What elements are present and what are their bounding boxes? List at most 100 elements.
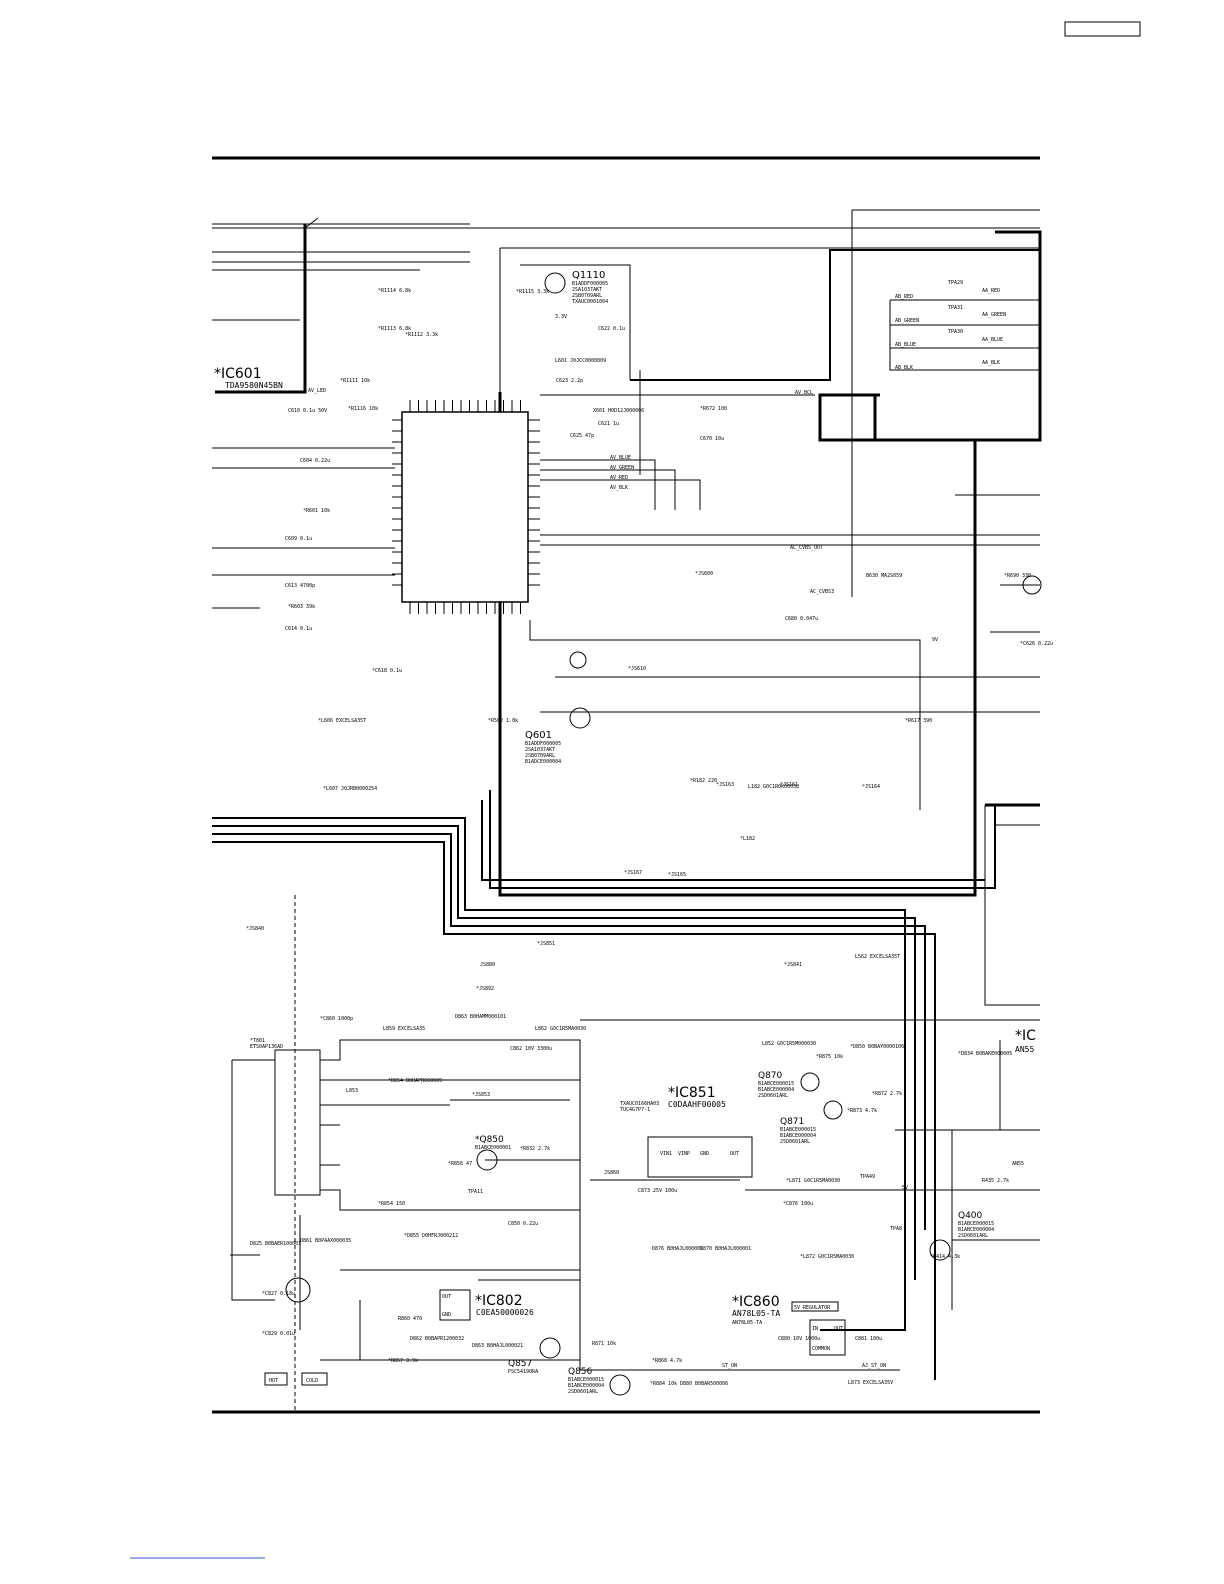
component-label-r1115: *R1115 3.3k (516, 289, 549, 295)
ic851-alt2: TUC4G7P7-1 (620, 1107, 650, 1113)
ic601-body (392, 400, 540, 614)
component-label-c881: C881 100u (855, 1336, 882, 1342)
net-3v3: 3.3V (555, 314, 567, 320)
component-label-l601: L601 J0JCC0000009 (555, 358, 606, 364)
component-label-c827: *C827 0.18u (262, 1291, 295, 1297)
component-label-r603: *R603 39k (288, 604, 315, 610)
component-label-tpa8: TPA8 (890, 1226, 902, 1232)
net-aa-green: AA_GREEN (982, 312, 1006, 318)
net-av-red: AV_RED (610, 475, 628, 481)
component-label-tpa30: TPA30 (948, 329, 963, 335)
component-label-r1113: *R1113 6.8k (378, 326, 411, 332)
component-label-js880: JS880 (480, 962, 495, 968)
component-label-r672: *R672 100 (700, 406, 727, 412)
component-label-c622: C622 0.1u (598, 326, 625, 332)
q856-part-2: 2SD0601ARL (568, 1389, 598, 1395)
net-av-led: AV_LED (308, 388, 326, 394)
q1110-part-1: 2SA1037AKT (572, 287, 602, 293)
net-st-on: ST_ON (722, 1363, 737, 1369)
ic601-designator: *IC601 (214, 366, 262, 382)
q850-symbol (476, 1149, 498, 1171)
component-label-c613: C613 4700p (285, 583, 315, 589)
net-aj-st-on: AJ_ST_ON (862, 1363, 886, 1369)
component-label-r1112: *R1112 3.3k (405, 332, 438, 338)
ic601-part: TDA9580N45BN (225, 381, 283, 390)
ic860-out: OUT (834, 1326, 843, 1332)
component-label-c880: C880 10V 1000u (778, 1336, 820, 1342)
component-label-r690: *R690 330 (1004, 573, 1031, 579)
q870-part-0: B1ABCE000015 (758, 1081, 794, 1087)
component-label-c876: *C876 100u (783, 1201, 813, 1207)
ic860-part: AN78L05-TA (732, 1309, 780, 1318)
component-label-d861: D861 B0PAAX000035 (300, 1238, 351, 1244)
net-ab-blue: AB_BLUE (895, 342, 916, 348)
q871-symbol (823, 1100, 843, 1120)
ic860-common: COMMON (812, 1346, 830, 1352)
net-aa-blue: AA_BLUE (982, 337, 1003, 343)
q400-symbol (929, 1239, 951, 1261)
net-ab-blk: AB_BLK (895, 365, 913, 371)
component-label-r1114: *R1114 6.8k (378, 288, 411, 294)
component-label-js610: *JS610 (628, 666, 646, 672)
component-label-d862: D862 B0BAPR1200032 (410, 1336, 464, 1342)
q870-ref: Q870 (758, 1071, 783, 1081)
component-label-c860: *C860 1000p (320, 1016, 353, 1022)
component-label-r414: *R414 4.3k (930, 1254, 960, 1260)
component-label-r857: *R857 3.9k (388, 1358, 418, 1364)
component-label-l853: L853 (346, 1088, 358, 1094)
q1110-ref: Q1110 (572, 270, 605, 281)
q850-part-0: B1ABCE000001 (475, 1145, 511, 1151)
component-label-r875: *R875 10k (816, 1054, 843, 1060)
lower-section (230, 895, 1040, 1412)
component-label-r854: *R854 150 (378, 1201, 405, 1207)
q856-part-1: B1ABCE000004 (568, 1383, 604, 1389)
q870-part-1: B1ABCE000004 (758, 1087, 794, 1093)
component-label-d834: *D834 B0BAKE000005 (958, 1051, 1012, 1057)
component-label-r873: *R873 4.7k (847, 1108, 877, 1114)
component-label-b630: B630 MA2S059 (866, 573, 902, 579)
component-label-js841: *JS841 (784, 962, 802, 968)
upper-bus-lines (212, 209, 1042, 1006)
ic851-vin1: VIN1 (660, 1151, 672, 1157)
ic851-vinp: VINP (678, 1151, 690, 1157)
component-label-l852: L852 G0C1R5M000030 (762, 1041, 816, 1047)
component-label-c850: C850 0.22u (508, 1221, 538, 1227)
ic860-in: IN (812, 1326, 818, 1332)
component-label-tpa29: TPA29 (948, 280, 963, 286)
component-label-l606: *L606 EXCELSA35T (318, 718, 366, 724)
q857-symbol (539, 1337, 561, 1359)
ic860-label: 5V REGULATOR (794, 1305, 831, 1311)
component-label-d855: *D855 D0HFRJ000212 (404, 1233, 458, 1239)
component-label-js161: *JS161 (780, 782, 798, 788)
q871-ref: Q871 (780, 1117, 804, 1127)
t801-ref: *T801 (250, 1038, 265, 1044)
ic802-out: OUT (442, 1294, 451, 1300)
component-label-r860: R860 470 (398, 1316, 422, 1322)
component-label-r435: R435 2.7k (982, 1178, 1009, 1184)
q400-part-0: B1ABCE000015 (958, 1221, 994, 1227)
q400-part-2: 2SD0601ARL (958, 1233, 988, 1239)
ic851-designator: *IC851 (668, 1085, 716, 1101)
component-label-r884: *R884 10k (650, 1381, 677, 1387)
component-label-d850: *D850 B0BAY0000106 (850, 1044, 904, 1050)
ic-right-designator: *IC (1015, 1028, 1036, 1044)
component-label-js164: *JS164 (862, 784, 880, 790)
q1110-part-0: B1ADDF000005 (572, 281, 608, 287)
hot-box (264, 1372, 288, 1386)
q601-part-0: B1ADDF000005 (525, 741, 561, 747)
component-label-r1111: *R1111 10k (340, 378, 370, 384)
q871-part-1: B1ABCE000004 (780, 1133, 816, 1139)
component-label-c829: *C829 0.01u (262, 1331, 295, 1337)
component-label-d863b: D863 B0HAJL000021 (472, 1343, 523, 1349)
transformer-body (274, 1049, 321, 1196)
component-label-js851: *JS851 (537, 941, 555, 947)
component-label-js892: *JS892 (476, 986, 494, 992)
test-point-symbol (569, 651, 587, 669)
component-label-c623: C623 2.2p (556, 378, 583, 384)
component-label-c873: C873 25V 100u (638, 1188, 677, 1194)
regulator-label-box (791, 1301, 839, 1312)
component-label-tpa49: TPA49 (860, 1174, 875, 1180)
component-label-tpa11: TPA11 (468, 1189, 483, 1195)
q857-ref: Q857 (508, 1359, 532, 1369)
